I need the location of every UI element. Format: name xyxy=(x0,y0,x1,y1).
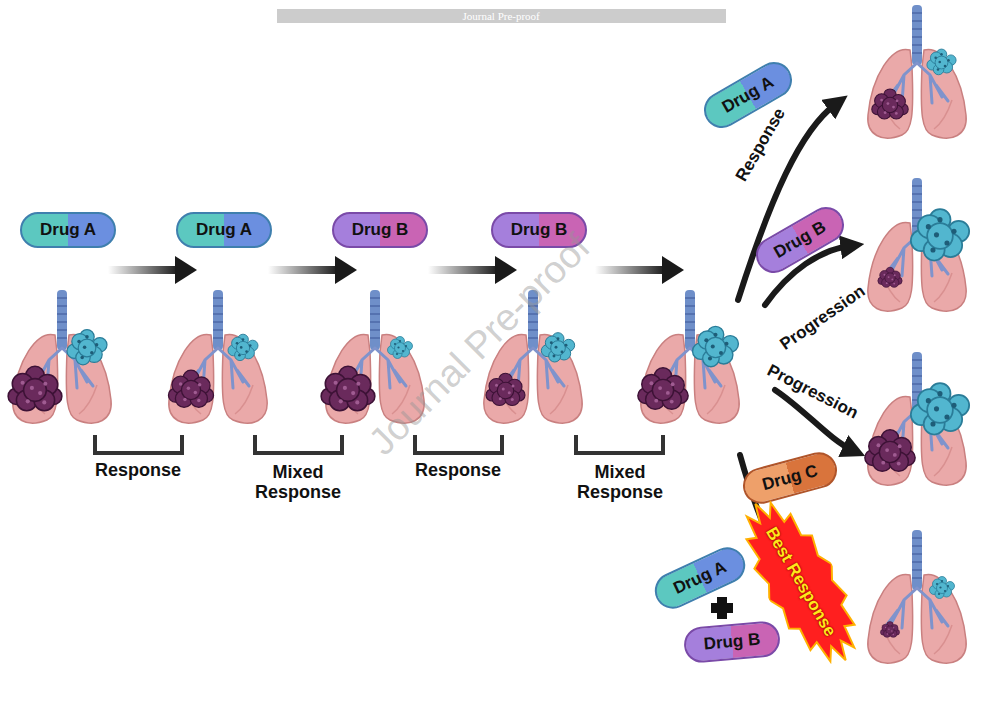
pill-text: Drug B xyxy=(352,220,409,240)
bracket-label: Response xyxy=(95,460,181,481)
arrow-label: Progression xyxy=(776,281,868,354)
journal-header: Journal Pre-proof xyxy=(463,10,540,23)
header-bar xyxy=(277,9,726,23)
drug-pill: Drug A xyxy=(649,541,751,614)
plus-sign xyxy=(711,597,733,619)
pill-text: Drug A xyxy=(670,557,729,599)
pill-text: Drug C xyxy=(760,461,820,495)
bracket-label: Mixed Response xyxy=(248,462,348,503)
drug-pill: Drug B xyxy=(683,620,782,664)
drug-pill: Drug C xyxy=(739,448,841,508)
drug-pill: Drug B xyxy=(332,212,428,248)
bracket-label: Mixed Response xyxy=(570,462,670,503)
bracket-label: Response xyxy=(415,460,501,481)
pill-text: Drug B xyxy=(703,630,761,655)
drug-pill: Drug A xyxy=(176,212,272,248)
drug-pill: Drug A xyxy=(20,212,116,248)
sequence-arrows xyxy=(108,256,684,284)
pill-text: Drug A xyxy=(40,220,96,240)
pill-text: Drug A xyxy=(196,220,252,240)
